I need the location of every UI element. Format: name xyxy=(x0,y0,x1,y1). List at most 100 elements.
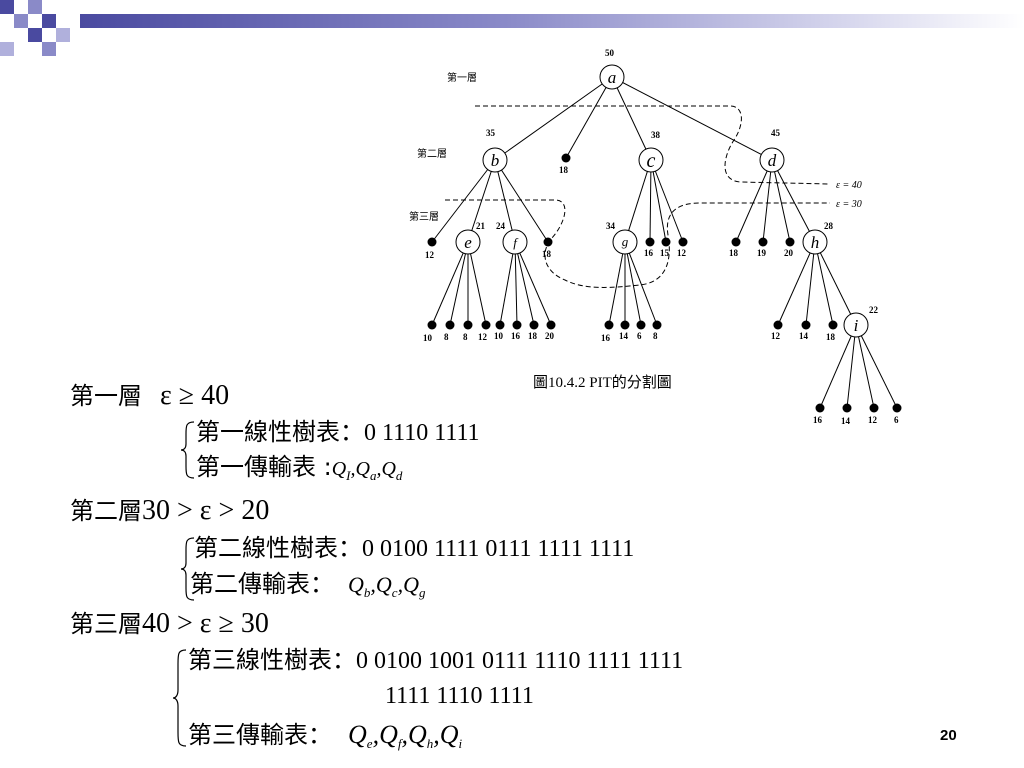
q-symbol: Q xyxy=(407,720,427,749)
node-f-value: 24 xyxy=(496,221,506,231)
level-2-trans-row: 第二傳輸表：Qb,Qc,Qg xyxy=(190,570,426,600)
node-a-value: 50 xyxy=(605,48,615,58)
level-2-tree-bits: 0 0100 1111 0111 1111 1111 xyxy=(362,536,635,562)
level-3-heading: 第三層40 > ε ≥ 30 xyxy=(70,610,269,638)
leaf-value: 12 xyxy=(868,415,878,425)
level-3-trans-label: 第三傳輸表： xyxy=(188,721,332,749)
q-subscript: a xyxy=(369,468,377,483)
level-1-tree-label: 第一線性樹表： xyxy=(196,418,364,446)
q-symbol: Q xyxy=(439,720,459,749)
node-c xyxy=(638,147,664,173)
level-2-heading: 第二層30 > ε > 20 xyxy=(70,497,269,525)
level-1-title: 第一層 xyxy=(70,382,142,410)
node-d-value: 45 xyxy=(771,128,781,138)
q-subscript: I xyxy=(346,468,351,483)
leaf-value: 18 xyxy=(729,248,739,258)
leaf-value: 6 xyxy=(637,331,642,341)
level-2-title: 第二層 xyxy=(70,497,142,525)
leaf-value: 8 xyxy=(653,331,658,341)
leaf-value: 12 xyxy=(478,332,488,342)
q-subscript: g xyxy=(418,585,426,600)
level-1-tree-row: 第一線性樹表：0 1110 1111 xyxy=(196,420,480,445)
leaf-value: 14 xyxy=(799,331,809,341)
node-b-value: 35 xyxy=(486,128,496,138)
partition-curves xyxy=(445,105,831,288)
q-symbol: Q xyxy=(381,458,396,480)
deco-square xyxy=(14,14,28,28)
leaf-value: 18 xyxy=(826,332,836,342)
deco-square xyxy=(56,28,70,42)
q-subscript: c xyxy=(391,585,398,600)
leaf-value: 6 xyxy=(894,415,899,425)
q-subscript: i xyxy=(458,736,463,751)
q-subscript: h xyxy=(426,736,434,751)
deco-square xyxy=(28,0,42,14)
level-1-trans-label: 第一傳輸表 : xyxy=(196,453,332,481)
q-symbol: Q xyxy=(355,458,370,480)
deco-square xyxy=(42,14,56,28)
leaf-value: 12 xyxy=(771,331,781,341)
leaf-value: 8 xyxy=(463,332,468,342)
leaf-value: 10 xyxy=(494,331,504,341)
level-1-condition: ε ≥ 40 xyxy=(160,380,230,411)
node-i-label: i xyxy=(854,316,859,335)
leaf-value: 16 xyxy=(644,248,654,258)
level-1-heading: 第一層 ε ≥ 40 xyxy=(70,382,229,410)
page-number: 20 xyxy=(940,727,957,744)
node-c-value: 38 xyxy=(651,130,661,140)
node-f-label: f xyxy=(513,235,519,250)
internal-nodes xyxy=(455,64,869,338)
leaf-value: 20 xyxy=(784,248,794,258)
leaf-value: 16 xyxy=(813,415,823,425)
node-h-label: h xyxy=(811,233,820,252)
tree-edges xyxy=(431,76,898,409)
node-e xyxy=(455,229,481,255)
leaf-value: 18 xyxy=(528,331,538,341)
level-2-label: 第二層 xyxy=(417,147,447,160)
header-gradient-bar xyxy=(80,14,1024,28)
level-3-tree-row: 第三線性樹表：0 0100 1001 0111 1110 1111 1111 xyxy=(188,648,683,673)
node-g-label: g xyxy=(622,234,629,249)
node-b xyxy=(482,147,508,173)
leaf-value: 20 xyxy=(545,331,555,341)
leaf-value: 8 xyxy=(444,332,449,342)
level-3-trans-row: 第三傳輸表：Qe,Qf,Qh,Qi xyxy=(188,720,463,751)
level-2-brace xyxy=(180,537,195,601)
leaf-value: 15 xyxy=(660,248,670,258)
leaf-value: 12 xyxy=(677,248,687,258)
leaf-value: 14 xyxy=(619,331,629,341)
level-2-tree-row: 第二線性樹表：0 0100 1111 0111 1111 1111 xyxy=(194,536,634,561)
node-a-label: a xyxy=(608,68,617,87)
node-e-value: 21 xyxy=(476,221,486,231)
leaf-value: 10 xyxy=(423,333,433,343)
deco-square xyxy=(42,42,56,56)
node-h xyxy=(802,229,828,255)
leaf-nodes xyxy=(427,153,902,413)
level-3-title: 第三層 xyxy=(70,610,142,638)
leaf-value: 16 xyxy=(511,331,521,341)
q-subscript: f xyxy=(397,736,402,751)
epsilon-30-curve xyxy=(445,199,830,288)
node-g-value: 34 xyxy=(606,221,616,231)
node-h-value: 28 xyxy=(824,221,834,231)
node-b-label: b xyxy=(491,151,500,170)
node-d-label: d xyxy=(768,151,777,170)
level-3-tree-bits: 0 0100 1001 0111 1110 1111 1111 xyxy=(356,648,684,674)
epsilon-40-label: ε = 40 xyxy=(836,180,862,191)
leaf-value: 19 xyxy=(757,248,767,258)
leaf-value: 18 xyxy=(542,249,552,259)
level-1-label: 第一層 xyxy=(447,71,477,84)
node-i xyxy=(843,312,869,338)
node-g xyxy=(612,229,638,255)
node-i-value: 22 xyxy=(869,305,879,315)
deco-square xyxy=(0,42,14,56)
header-decoration xyxy=(0,0,1024,64)
q-symbol: Q xyxy=(379,720,398,749)
level-1-tree-bits: 0 1110 1111 xyxy=(364,420,480,446)
level-1-trans-row: 第一傳輸表 :QI,Qa,Qd xyxy=(196,453,403,483)
figure-caption: 圖10.4.2 PIT的分割圖 xyxy=(533,375,672,391)
node-d xyxy=(759,147,785,173)
q-symbol: Q xyxy=(375,572,392,597)
leaf-value: 12 xyxy=(425,250,435,260)
